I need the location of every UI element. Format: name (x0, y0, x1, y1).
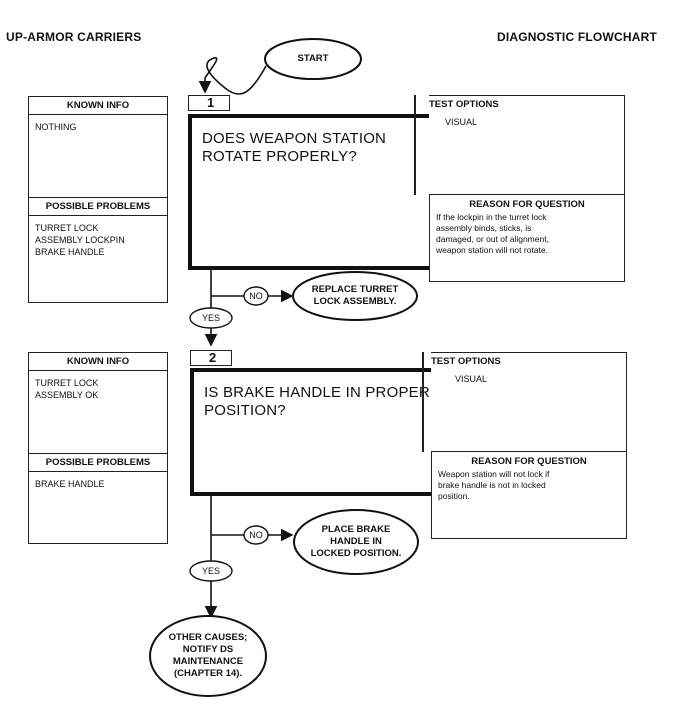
possible-problems-text-1: TURRET LOCK ASSEMBLY LOCKPIN BRAKE HANDL… (35, 223, 125, 257)
start-oval (264, 38, 362, 80)
action-oval-1 (292, 271, 418, 321)
reason-title-2: REASON FOR QUESTION (471, 456, 587, 467)
test-options-title-1: TEST OPTIONS (429, 99, 499, 110)
known-info-title-1: KNOWN INFO (29, 97, 167, 115)
reason-box-2: REASON FOR QUESTION Weapon station will … (431, 451, 627, 539)
reason-title-1: REASON FOR QUESTION (469, 199, 585, 210)
question-box-2: IS BRAKE HANDLE IN PROPER POSITION? (190, 368, 445, 496)
no-oval-2 (243, 525, 269, 545)
test-options-text-2: VISUAL (455, 374, 488, 384)
no-label-2: NO (249, 530, 263, 540)
yes-oval-1 (189, 307, 233, 329)
known-info-title-2: KNOWN INFO (29, 353, 167, 371)
yes-label-2: YES (201, 566, 220, 576)
yes-label-1: YES (201, 313, 220, 323)
start-label: START (297, 53, 329, 64)
question-box-1: DOES WEAPON STATION ROTATE PROPERLY? (188, 114, 441, 270)
possible-problems-text-2: BRAKE HANDLE (35, 479, 105, 489)
possible-problems-title-1: POSSIBLE PROBLEMS (29, 197, 167, 216)
action-oval-2 (293, 509, 419, 575)
end-oval (149, 615, 267, 697)
end-label: OTHER CAUSES; NOTIFY DS MAINTENANCE (CHA… (168, 632, 248, 679)
question-text-2: IS BRAKE HANDLE IN PROPER POSITION? (204, 384, 430, 419)
no-label-1: NO (249, 291, 263, 301)
test-options-left-border-2 (422, 352, 424, 452)
header-left-title: UP-ARMOR CARRIERS (6, 30, 142, 44)
no-oval-1 (243, 286, 269, 306)
yes-oval-2 (189, 560, 233, 582)
test-options-box-2: TEST OPTIONS VISUAL (431, 352, 627, 452)
test-options-title-2: TEST OPTIONS (431, 356, 501, 367)
test-options-text-1: VISUAL (445, 117, 478, 127)
no-action-1: REPLACE TURRET LOCK ASSEMBLY. (311, 284, 399, 307)
known-info-box-1: KNOWN INFO NOTHING POSSIBLE PROBLEMS TUR… (28, 96, 168, 303)
known-info-text-2: TURRET LOCK ASSEMBLY OK (35, 378, 99, 400)
start-connector (198, 57, 267, 95)
step-number-1: 1 (188, 95, 230, 111)
test-options-box-1: TEST OPTIONS VISUAL (429, 95, 625, 195)
no-action-2: PLACE BRAKE HANDLE IN LOCKED POSITION. (310, 524, 402, 559)
header-right-title: DIAGNOSTIC FLOWCHART (497, 30, 657, 44)
possible-problems-title-2: POSSIBLE PROBLEMS (29, 453, 167, 472)
reason-box-1: REASON FOR QUESTION If the lockpin in th… (429, 194, 625, 282)
known-info-text-1: NOTHING (35, 122, 77, 132)
reason-text-1: If the lockpin in the turret lock assemb… (436, 212, 549, 255)
known-info-box-2: KNOWN INFO TURRET LOCK ASSEMBLY OK POSSI… (28, 352, 168, 544)
step-number-2: 2 (190, 350, 232, 366)
test-options-left-border-1 (414, 95, 416, 195)
reason-text-2: Weapon station will not lock if brake ha… (438, 469, 550, 501)
question-text-1: DOES WEAPON STATION ROTATE PROPERLY? (202, 130, 387, 165)
